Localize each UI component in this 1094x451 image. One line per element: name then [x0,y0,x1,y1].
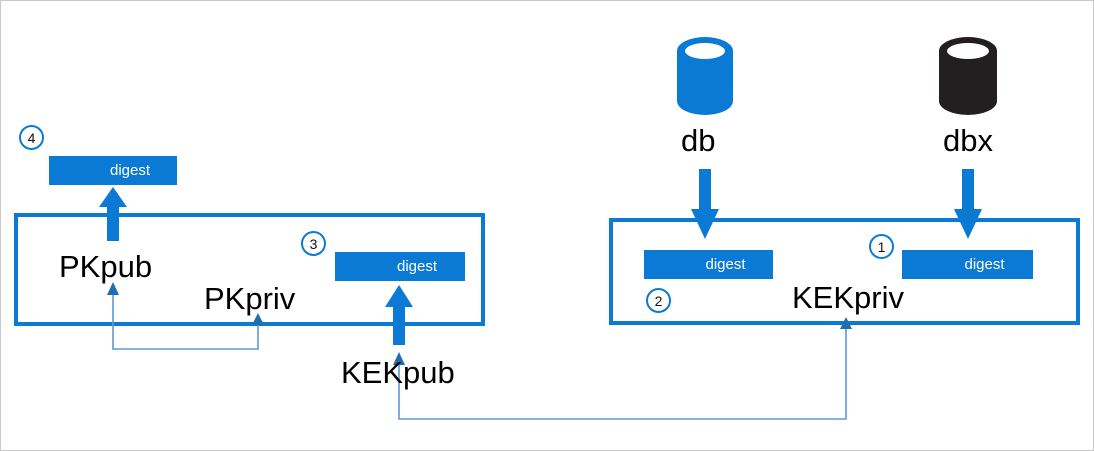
step-badge-3[interactable]: 3 [301,231,326,256]
arrow-pkpub-to-digest-icon [99,187,127,241]
db-cylinder-icon [677,37,733,115]
digest-chip-pk-external[interactable]: digest [49,156,177,185]
pk-container-box [14,213,485,326]
arrow-kekpriv-to-kekpub-icon [393,317,852,420]
step-badge-2[interactable]: 2 [646,288,671,313]
pkpub-label: PKpub [59,249,153,284]
digest-chip-dbx[interactable]: digest [902,250,1033,279]
arrow-db-to-digest-icon [691,169,719,239]
arrow-kekpub-to-digest-icon [385,285,413,345]
pkpriv-label: PKpriv [204,281,296,316]
arrow-dbx-to-digest-icon [954,169,982,239]
digest-chip-pk-signed[interactable]: digest [335,252,465,281]
step-badge-1[interactable]: 1 [869,234,894,259]
dbx-cylinder-icon [939,37,997,115]
kekpub-label: KEKpub [341,355,455,390]
digest-chip-db[interactable]: digest [644,250,773,279]
arrow-pkpriv-to-pkpub-icon [107,282,264,350]
dbx-label: dbx [943,123,993,158]
db-label: db [681,123,716,158]
kekpriv-label: KEKpriv [792,280,904,315]
step-badge-4[interactable]: 4 [19,125,44,150]
